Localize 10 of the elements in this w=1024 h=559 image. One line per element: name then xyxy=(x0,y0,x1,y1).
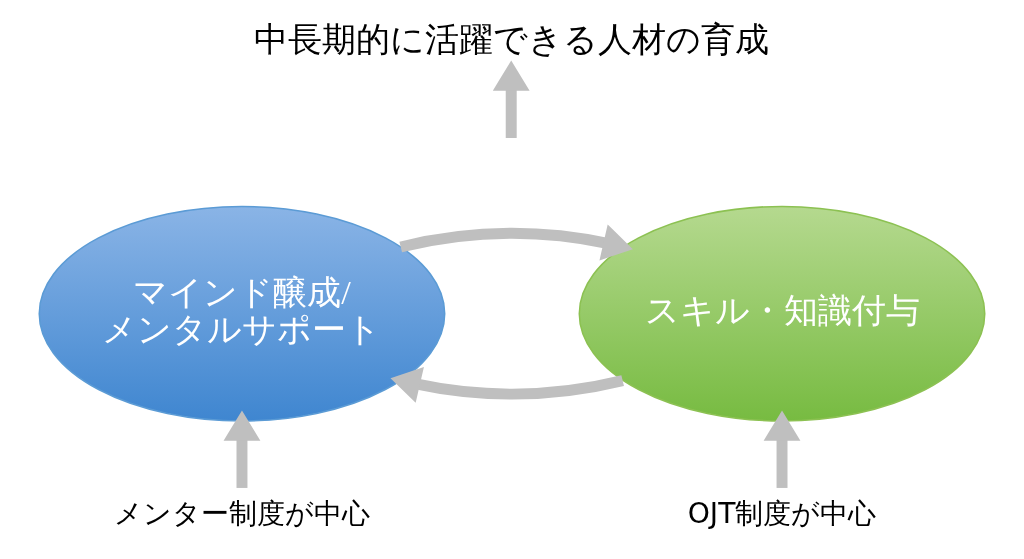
node-text: 中長期的に活躍できる人材の育成 xyxy=(253,20,769,59)
arrow xyxy=(399,224,633,261)
node-text: OJT制度が中心 xyxy=(687,497,877,531)
arrow xyxy=(390,366,624,403)
node-text: メンター制度が中心 xyxy=(113,497,370,531)
node-ellipse: スキル・知識付与 xyxy=(578,205,986,422)
node-ellipse: マインド醸成/ メンタルサポート xyxy=(38,205,446,422)
arrow xyxy=(763,410,801,488)
arrow xyxy=(492,60,530,138)
arrow xyxy=(223,410,261,488)
